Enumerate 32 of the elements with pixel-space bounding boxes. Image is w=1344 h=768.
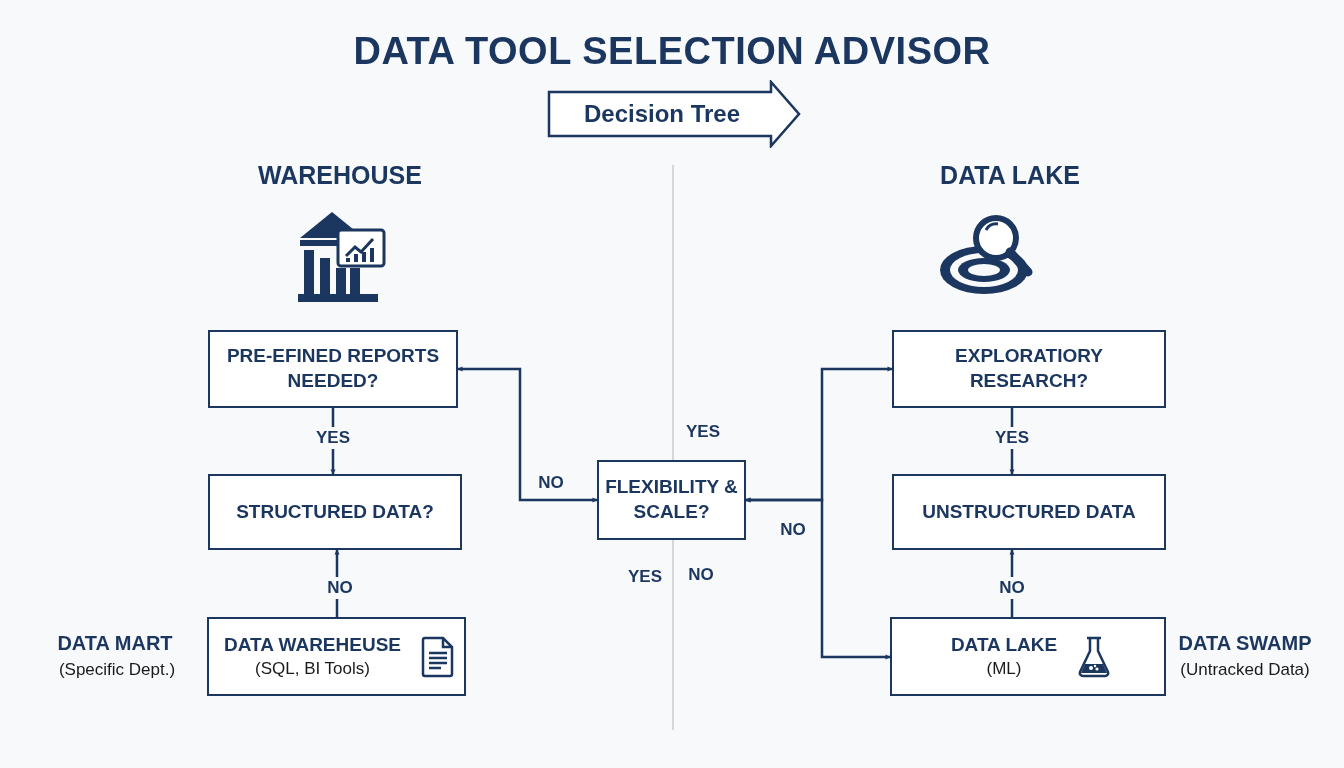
decision-box xyxy=(208,474,462,550)
node-title: STRUCTURED DATA? xyxy=(235,499,435,524)
side-note: (Untracked Data) xyxy=(1180,660,1310,680)
side-heading: DATA SWAMP xyxy=(1178,632,1312,655)
section-heading: WAREHOUSE xyxy=(258,160,422,190)
banner-arrow xyxy=(547,80,801,148)
decision-box xyxy=(207,617,466,696)
title: DATA TOOL SELECTION ADVISOR xyxy=(352,30,992,73)
arrow xyxy=(457,366,598,503)
section-heading: DATA LAKE xyxy=(940,160,1080,190)
node-title: PRE-EFINED REPORTS NEEDED? xyxy=(225,344,441,393)
side-heading: DATA MART xyxy=(57,632,173,655)
decision-box xyxy=(208,330,458,408)
node-title: Decision Tree xyxy=(582,99,742,130)
node-title: DATA WAREHEUSE xyxy=(223,633,402,658)
node-title: FLEXIBILITY & SCALE? xyxy=(604,475,739,524)
arrow xyxy=(745,497,891,660)
node-title: UNSTRUCTURED DATA xyxy=(921,499,1137,524)
node-subtitle: (SQL, BI Tools) xyxy=(255,657,370,680)
edge-label: YES xyxy=(313,427,353,449)
branch-label: YES xyxy=(686,422,720,442)
node-title: EXPLORATIORY RESEARCH? xyxy=(954,344,1104,393)
side-note: (Specific Dept.) xyxy=(58,660,176,680)
decision-box xyxy=(892,330,1166,408)
decision-box xyxy=(597,460,746,540)
node-title: DATA LAKE xyxy=(949,633,1059,658)
branch-label: NO xyxy=(688,565,714,585)
decision-box xyxy=(890,617,1166,696)
edge-label: YES xyxy=(992,427,1032,449)
branch-label: YES xyxy=(628,567,662,587)
node-subtitle: (ML) xyxy=(986,657,1022,680)
decision-box xyxy=(892,474,1166,550)
